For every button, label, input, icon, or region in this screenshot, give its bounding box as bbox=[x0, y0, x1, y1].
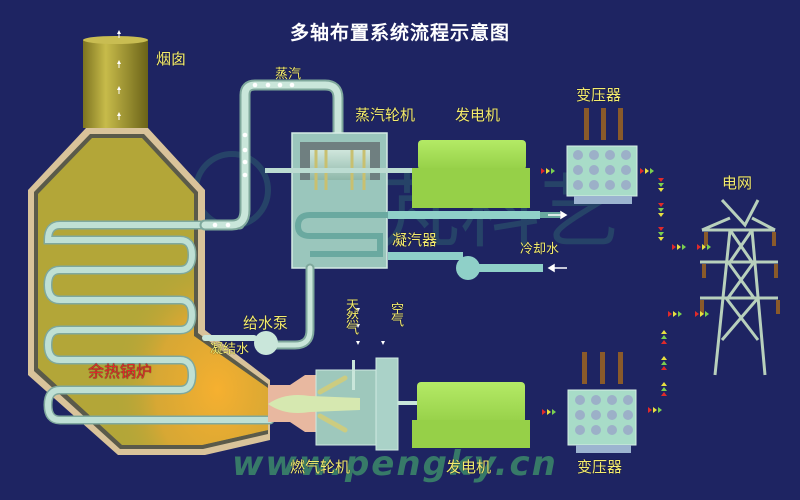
gas-turbine bbox=[268, 357, 420, 451]
label-transformer-top: 变压器 bbox=[576, 86, 622, 104]
hrsg-boiler bbox=[28, 128, 275, 455]
transmission-tower bbox=[700, 198, 778, 376]
watermark-text: www.pengky.cn bbox=[232, 444, 558, 484]
label-condenser: 凝汽器 bbox=[392, 231, 438, 249]
label-steam: 蒸汽 bbox=[275, 67, 302, 82]
label-hrsg: 余热锅炉 bbox=[88, 362, 153, 381]
transformer-bottom bbox=[567, 352, 637, 453]
label-generator-top: 发电机 bbox=[455, 106, 501, 124]
label-air: 空气 bbox=[388, 302, 403, 326]
label-condensate: 凝结水 bbox=[210, 342, 250, 357]
label-transformer-bottom: 变压器 bbox=[577, 458, 623, 476]
label-feed-pump: 给水泵 bbox=[243, 314, 289, 332]
label-natural-gas: 天然气 bbox=[343, 298, 358, 334]
label-grid: 电网 bbox=[722, 174, 753, 192]
insulators bbox=[700, 232, 780, 314]
condensate-pipe bbox=[202, 263, 315, 355]
steam-turbine-condenser bbox=[265, 132, 568, 280]
generator-bottom bbox=[412, 382, 530, 448]
label-chimney: 烟囱 bbox=[156, 50, 187, 68]
label-steam-turbine: 蒸汽轮机 bbox=[355, 106, 416, 124]
label-generator-bottom: 发电机 bbox=[446, 458, 492, 476]
diagram-title: 多轴布置系统流程示意图 bbox=[289, 22, 510, 44]
generator-top bbox=[412, 140, 530, 208]
label-cooling-water: 冷却水 bbox=[520, 242, 560, 257]
label-gas-turbine: 燃气轮机 bbox=[290, 458, 351, 476]
transformer-top bbox=[566, 108, 638, 204]
power-flow-arrows bbox=[541, 168, 711, 415]
chimney bbox=[83, 30, 148, 128]
steam-pipe bbox=[199, 79, 344, 231]
gas-air-arrows bbox=[356, 308, 385, 345]
